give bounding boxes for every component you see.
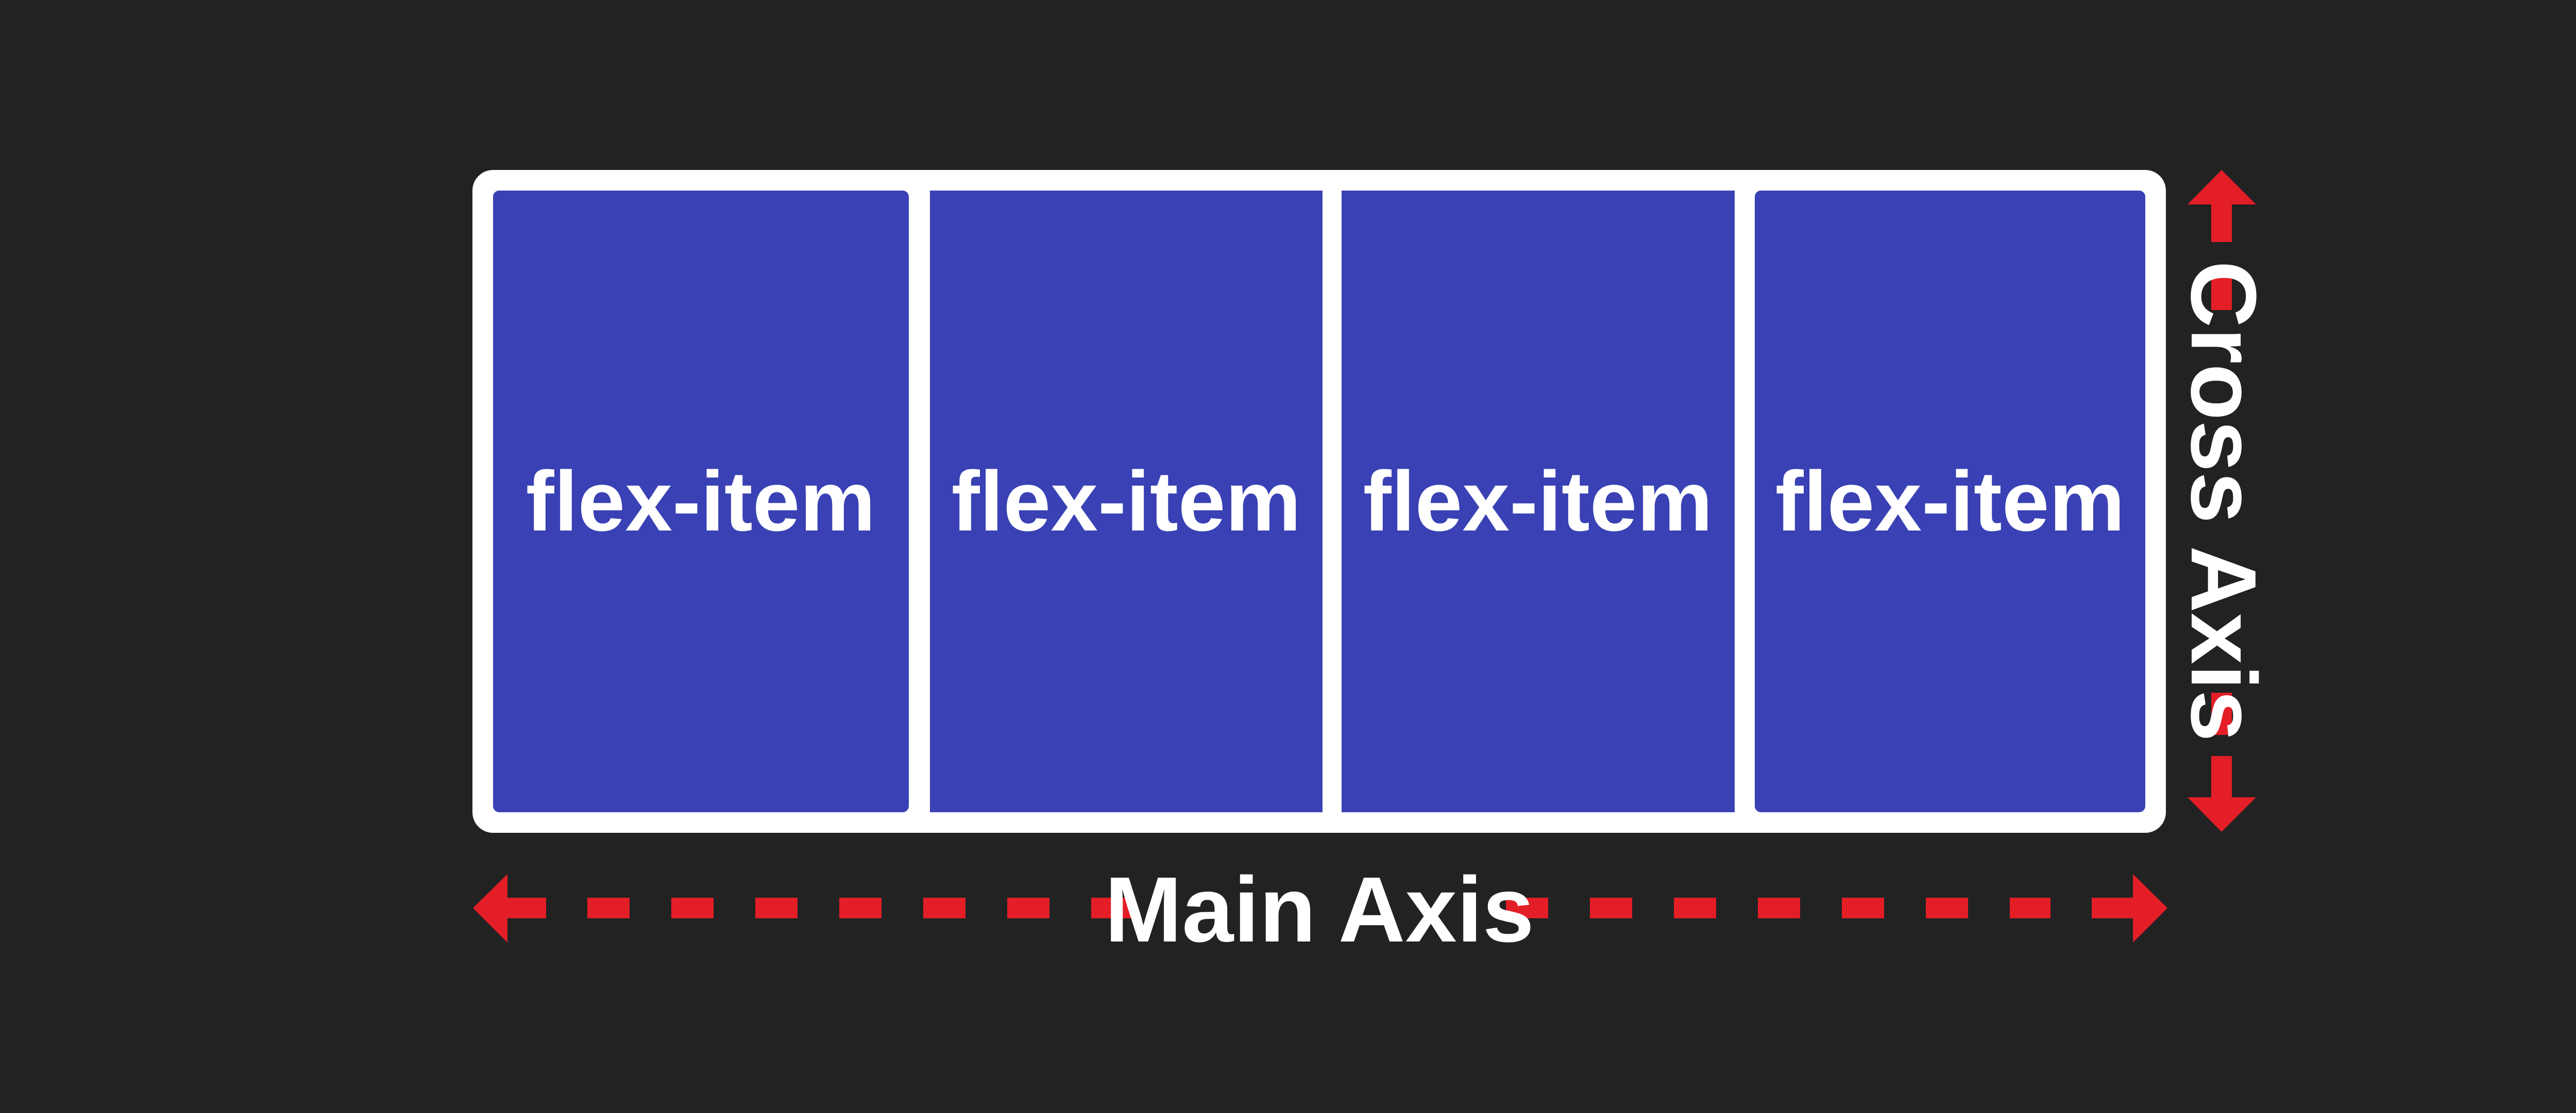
flex-item-label: flex-item xyxy=(526,454,876,549)
cross-axis-label: Cross Axis xyxy=(2172,261,2275,742)
flex-item-2 xyxy=(930,191,1323,812)
flex-item-label: flex-item xyxy=(952,454,1301,549)
flex-item-label: flex-item xyxy=(1363,454,1713,549)
flex-item-4 xyxy=(1755,191,2145,812)
cross-axis-arrow xyxy=(2188,170,2256,832)
arrow-left-icon xyxy=(473,874,546,943)
arrow-up-icon xyxy=(2188,170,2256,242)
main-axis-label: Main Axis xyxy=(1105,858,1534,962)
arrow-right-icon xyxy=(2092,874,2167,943)
main-axis-arrow xyxy=(473,874,2167,943)
flex-item-1 xyxy=(493,191,909,812)
arrow-down-icon xyxy=(2188,756,2256,832)
flex-items: flex-item flex-item flex-item flex-item xyxy=(493,191,2145,812)
flex-item-3 xyxy=(1342,191,1735,812)
flex-item-label: flex-item xyxy=(1775,454,2125,549)
